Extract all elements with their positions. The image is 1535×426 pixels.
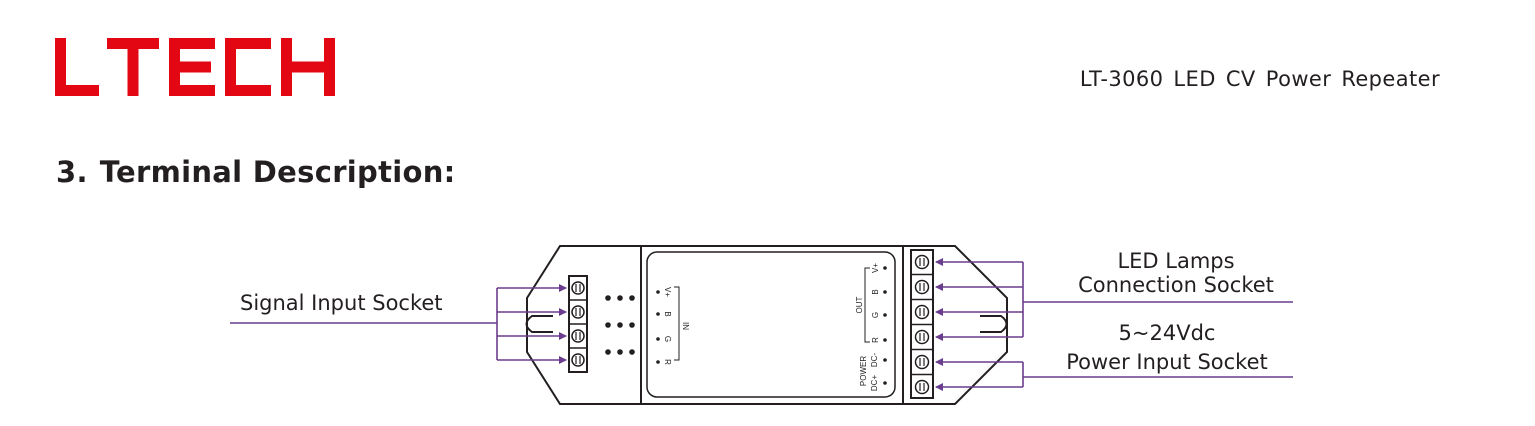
in-pin-group: V+ B G R IN — [656, 286, 690, 365]
in-pin-v-plus: V+ — [663, 287, 672, 297]
product-title: LT-3060 LED CV Power Repeater — [1079, 67, 1440, 91]
output-terminals — [914, 254, 930, 395]
led-lamps-label-line2: Connection Socket — [1078, 273, 1274, 297]
in-label: IN — [681, 322, 690, 330]
power-label: POWER — [859, 356, 868, 386]
indicator-dots — [605, 295, 635, 355]
out-pin-g: G — [871, 312, 880, 318]
power-input-callout — [935, 358, 1293, 391]
right-mount-slot — [980, 315, 1008, 333]
ltech-logo — [55, 38, 335, 96]
input-terminals — [571, 281, 585, 367]
power-pin-group: DC- DC+ POWER — [859, 353, 887, 392]
section-heading: 3. Terminal Description: — [56, 155, 456, 189]
out-pin-v-plus: V+ — [871, 263, 880, 273]
section-number: 3. — [56, 155, 88, 189]
in-pin-g: G — [663, 336, 672, 342]
led-lamps-label-line1: LED Lamps — [1117, 249, 1234, 273]
voltage-label: 5~24Vdc — [1119, 321, 1216, 345]
signal-input-label: Signal Input Socket — [240, 291, 443, 315]
signal-input-callout — [230, 284, 567, 364]
out-pin-r: R — [871, 337, 880, 343]
out-pin-group: V+ B G R OUT — [855, 263, 887, 343]
section-title: Terminal Description: — [99, 155, 456, 189]
power-input-label: Power Input Socket — [1066, 350, 1268, 374]
out-pin-b: B — [871, 289, 880, 294]
out-label: OUT — [855, 296, 864, 313]
label-panel — [646, 251, 896, 398]
power-pin-dc-minus: DC- — [870, 353, 879, 368]
left-mount-slot — [525, 315, 553, 333]
in-pin-b: B — [663, 311, 672, 316]
in-pin-r: R — [663, 359, 672, 365]
led-lamps-callout — [935, 258, 1293, 341]
power-pin-dc-plus: DC+ — [870, 375, 879, 392]
